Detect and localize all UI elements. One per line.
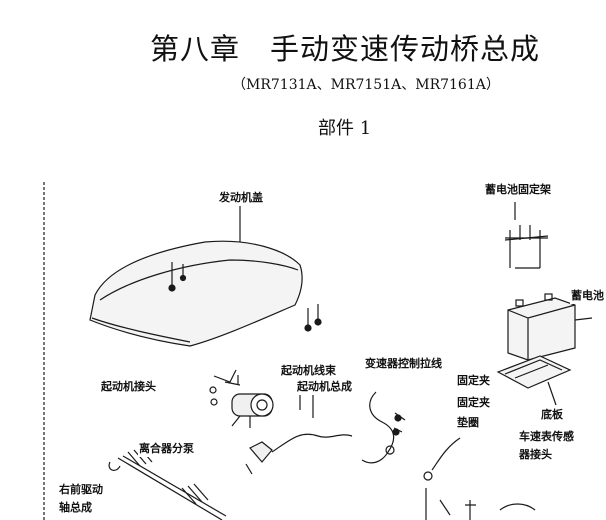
label-tray: 底板 (540, 407, 564, 423)
hood-part (89, 202, 322, 347)
tray-part (496, 355, 572, 406)
label-clamp-2: 固定夹 (456, 395, 491, 411)
diagram-drawing (43, 182, 593, 520)
label-starter-harness: 起动机线束 (280, 363, 337, 379)
label-clamp-1: 固定夹 (456, 373, 491, 389)
model-codes: （MR7131A、MR7151A、MR7161A） (232, 77, 500, 93)
battery-part (507, 293, 593, 361)
label-clutch-pump: 离合器分泵 (138, 441, 195, 457)
battery-bracket-part (504, 202, 549, 269)
page-title: 第八章 手动变速传动桥总成 (150, 32, 541, 66)
label-starter-assembly: 起动机总成 (296, 379, 353, 395)
label-front-right-driveshaft: 右前驱动轴总成 (58, 481, 110, 517)
label-washer: 垫圈 (456, 415, 480, 431)
label-speed-sensor-connector: 车速表传感器接头 (518, 428, 576, 464)
label-hood: 发动机盖 (218, 190, 264, 206)
label-battery: 蓄电池 (570, 288, 605, 304)
clutch-pump-part (245, 433, 353, 475)
label-battery-bracket: 蓄电池固定架 (484, 182, 552, 198)
driveshaft-part (108, 447, 227, 520)
section-heading: 部件 1 (318, 118, 372, 139)
shift-cable-part (361, 391, 406, 464)
label-shift-cable: 变速器控制拉线 (364, 356, 443, 372)
exploded-parts-diagram: 发动机盖 蓄电池固定架 蓄电池 起动机线束 起动机接头 起动机总成 变速器控制拉… (0, 170, 606, 520)
speed-sensor-part (423, 437, 461, 520)
label-starter-connector: 起动机接头 (100, 379, 157, 395)
starter-part (209, 369, 314, 428)
